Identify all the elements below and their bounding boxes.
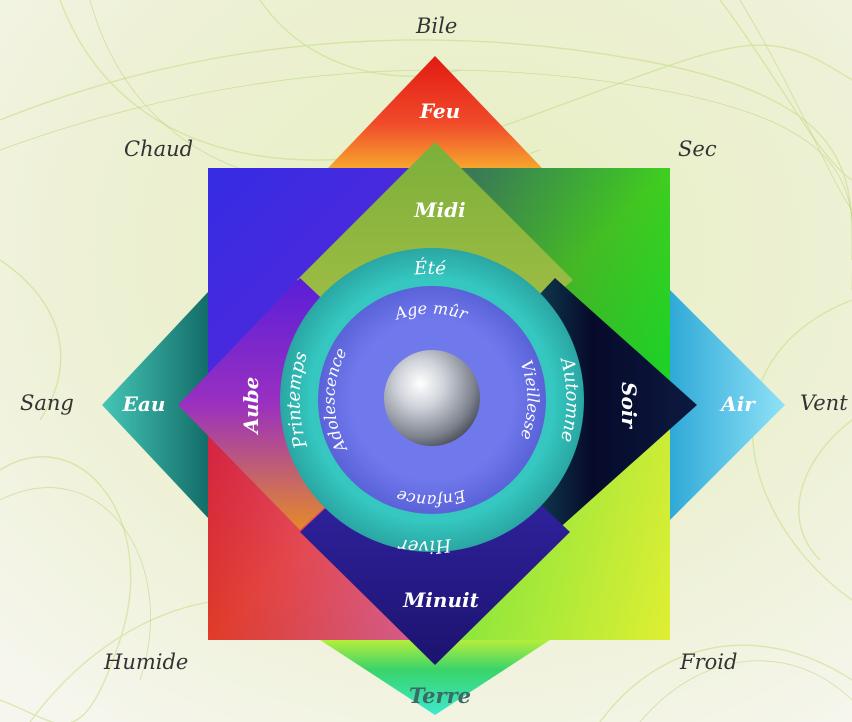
element-label-water: Eau <box>122 392 166 416</box>
element-label-air: Air <box>719 392 756 416</box>
element-label-earth: Terre <box>409 683 471 708</box>
time-label-noon: Midi <box>413 198 465 222</box>
humor-label-sang: Sang <box>20 391 74 415</box>
quality-label-froid: Froid <box>680 650 737 674</box>
time-label-dawn: Aube <box>239 377 263 436</box>
season-label-winter: Hiver <box>396 534 453 557</box>
quality-label-humide: Humide <box>104 650 188 674</box>
element-label-fire: Feu <box>419 99 460 123</box>
season-label-summer: Été <box>412 256 446 280</box>
humor-label-vent: Vent <box>800 391 848 415</box>
time-label-evening: Soir <box>617 382 641 429</box>
quality-label-chaud: Chaud <box>124 137 193 161</box>
humor-label-bile: Bile <box>416 14 457 38</box>
quality-label-sec: Sec <box>678 137 717 161</box>
center-sphere <box>384 350 480 446</box>
time-label-midnight: Minuit <box>402 588 479 612</box>
